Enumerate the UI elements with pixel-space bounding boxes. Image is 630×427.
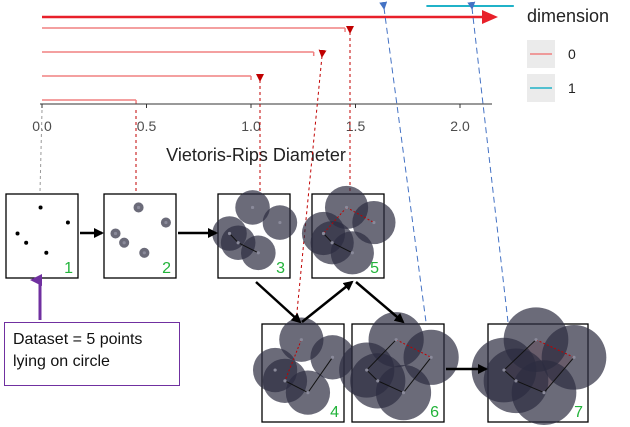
panel-2: 2 — [103, 193, 177, 279]
data-point — [542, 391, 546, 395]
callout-line-2: lying on circle — [13, 353, 110, 370]
data-point — [38, 205, 43, 210]
dataset-callout: Dataset = 5 points lying on circle — [4, 322, 180, 386]
panel-number: 1 — [64, 260, 73, 277]
panel-3: 3 — [212, 190, 298, 279]
panel-number: 5 — [370, 260, 379, 277]
data-point — [142, 251, 146, 255]
edge — [323, 207, 347, 234]
data-point — [15, 231, 20, 236]
barcode-bars — [42, 5, 514, 104]
edge — [331, 242, 353, 254]
edge — [403, 357, 432, 393]
data-point — [534, 338, 538, 342]
data-point — [250, 205, 255, 210]
panel-number: 6 — [430, 404, 439, 421]
data-point — [236, 241, 240, 245]
data-point — [227, 231, 232, 236]
edge — [395, 339, 432, 358]
data-point — [24, 240, 29, 245]
legend-title: dimension — [527, 6, 609, 26]
guide-death-3 — [295, 49, 327, 323]
panel-number: 7 — [574, 404, 583, 421]
panel-5: 5 — [301, 185, 396, 279]
data-point — [278, 220, 282, 225]
data-point — [273, 368, 277, 372]
data-point — [429, 355, 433, 359]
data-point — [256, 251, 260, 255]
edge — [535, 339, 575, 358]
guide-birth — [39, 109, 43, 193]
x-axis-title: Vietoris-Rips Diameter — [166, 145, 346, 165]
dim1-guides — [379, 1, 509, 323]
data-point — [394, 338, 398, 342]
legend-label-0: 0 — [568, 46, 576, 62]
legend-label-1: 1 — [568, 80, 576, 96]
data-point — [330, 241, 334, 245]
edge — [366, 369, 379, 382]
x-tick-label-4: 2.0 — [450, 118, 470, 134]
death-guides — [39, 26, 354, 323]
x-tick-label-3: 1.5 — [346, 118, 366, 134]
callout-line-1: Dataset = 5 points — [13, 331, 143, 348]
arrow-5-6 — [355, 281, 405, 324]
data-point — [330, 355, 335, 359]
data-point — [514, 379, 518, 383]
edge — [366, 339, 397, 371]
x-tick-label-2: 1.0 — [241, 118, 261, 134]
x-axis-ticks: 0.0 0.5 1.0 1.5 2.0 — [32, 104, 470, 134]
data-point — [350, 251, 354, 255]
infinite-bar-arrowhead — [482, 10, 498, 24]
data-point — [306, 391, 310, 395]
panel-7: 7 — [471, 307, 607, 425]
edge — [515, 380, 545, 394]
edge — [346, 207, 375, 223]
data-point — [572, 355, 576, 359]
edge — [543, 356, 575, 393]
data-point — [372, 220, 376, 225]
data-point — [502, 368, 506, 372]
data-point — [344, 205, 349, 210]
panel-6: 6 — [339, 312, 459, 423]
data-point — [401, 391, 406, 395]
guide-dim1-birth — [379, 1, 427, 323]
data-point — [283, 379, 287, 383]
data-point — [321, 231, 326, 236]
panel-4: 4 — [252, 317, 355, 423]
data-point — [44, 250, 49, 255]
edge — [503, 369, 517, 382]
panel-number: 4 — [330, 404, 339, 421]
edge — [284, 380, 309, 394]
edge — [307, 357, 333, 393]
guide-dim1-death — [467, 1, 509, 323]
edge — [229, 233, 239, 244]
arrow-4-5 — [301, 280, 354, 323]
x-tick-label-0: 0.0 — [32, 118, 52, 134]
edge — [237, 242, 259, 254]
data-point — [136, 205, 141, 210]
data-point — [164, 220, 168, 225]
data-point — [299, 338, 303, 342]
edge — [284, 339, 302, 382]
data-point — [365, 368, 369, 372]
data-point — [376, 379, 380, 383]
edge — [503, 339, 537, 371]
data-point — [113, 231, 118, 236]
edge — [377, 380, 404, 394]
data-point — [122, 241, 126, 245]
edge — [323, 233, 333, 244]
data-point — [65, 220, 70, 225]
panel-number: 2 — [162, 260, 171, 277]
panel-number: 3 — [276, 260, 285, 277]
arrow-3-4 — [255, 281, 302, 324]
panel-1: 1 — [5, 193, 79, 279]
x-tick-label-1: 0.5 — [137, 118, 157, 134]
flow-arrows — [80, 228, 488, 374]
